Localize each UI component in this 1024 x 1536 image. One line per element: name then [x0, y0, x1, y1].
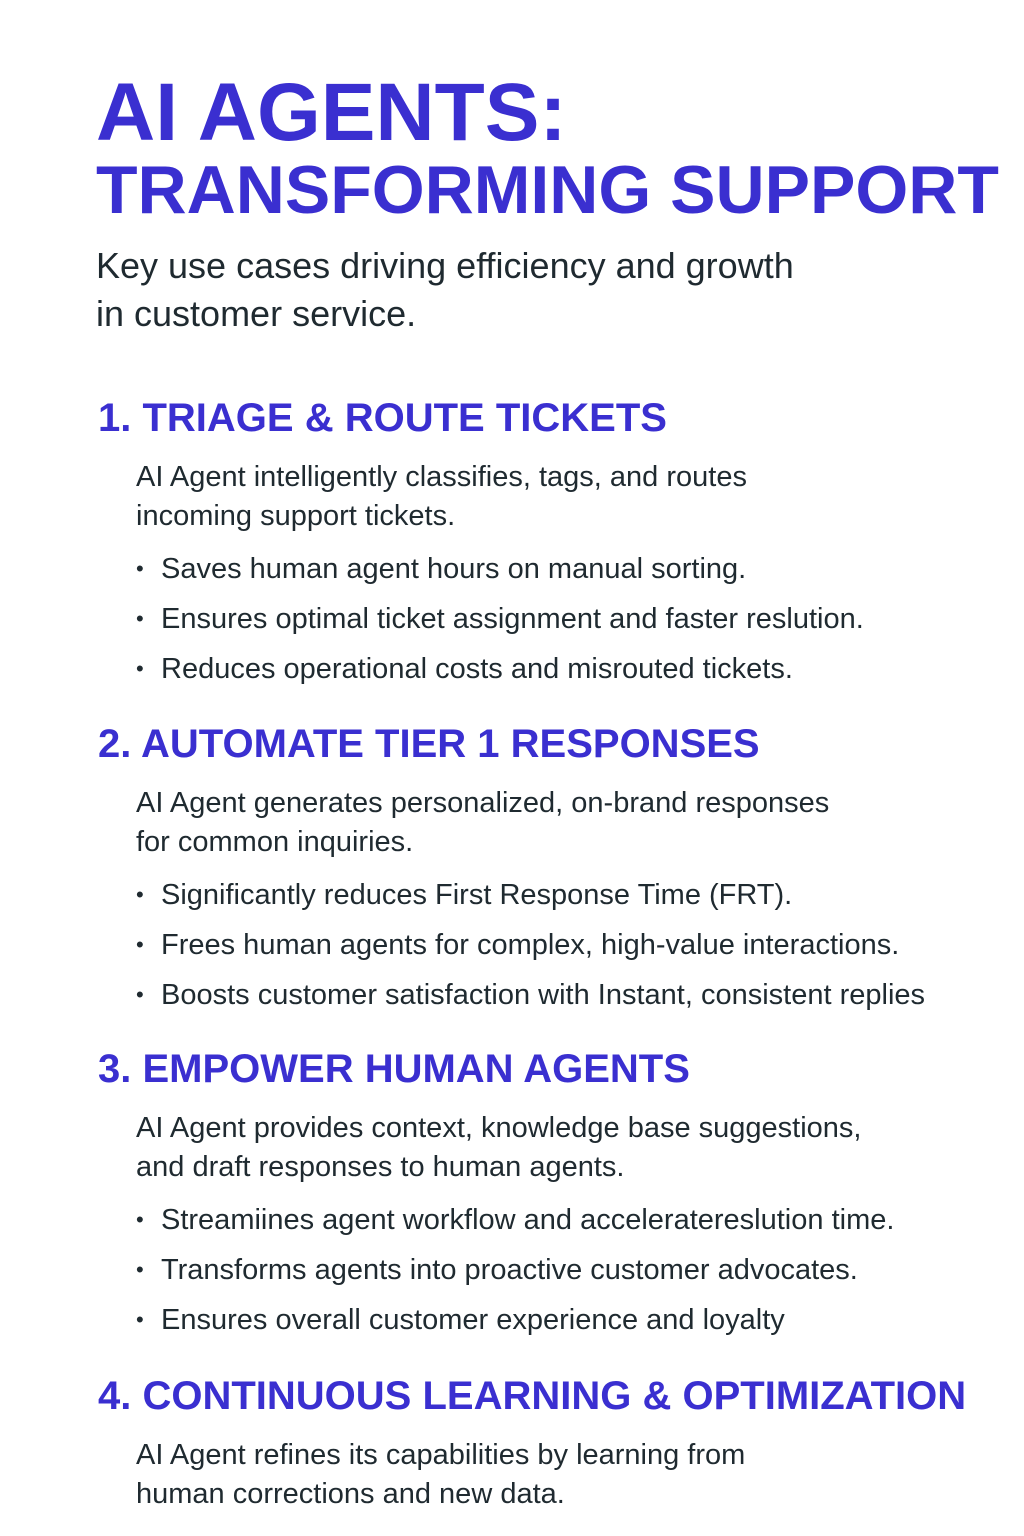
section-description: AI Agent refines its capabilities by lea… — [136, 1436, 956, 1514]
bullet-text: Transforms agents into proactive custome… — [161, 1254, 858, 1286]
description-line: and draft responses to human agents. — [136, 1151, 625, 1183]
description-line: for common inquiries. — [136, 826, 414, 858]
subtitle-line-2: in customer service. — [96, 293, 417, 334]
section-heading: 3. EMPOWER HUMAN AGENTS — [98, 1047, 690, 1091]
bullet-icon: • — [136, 932, 144, 957]
list-item: • Streamiines agent workflow and accelera… — [136, 1195, 1024, 1245]
list-item: • Reduces operational costs and misrouted… — [136, 644, 1024, 694]
section-automate: 2. AUTOMATE TIER 1 RESPONSES AI Agent ge… — [0, 720, 1024, 1020]
bullet-icon: • — [136, 1307, 144, 1332]
description-line: AI Agent refines its capabilities by lea… — [136, 1439, 746, 1471]
bullet-list: • Streamiines agent workflow and accelera… — [136, 1195, 1024, 1345]
section-empower: 3. EMPOWER HUMAN AGENTS AI Agent provide… — [0, 1045, 1024, 1345]
section-learning: 4. CONTINUOUS LEARNING & OPTIMIZATION AI… — [0, 1372, 1024, 1514]
title-line-1: AI AGENTS: — [96, 67, 567, 158]
bullet-text: Ensures overall customer experience and … — [161, 1304, 785, 1336]
description-line: AI Agent provides context, knowledge bas… — [136, 1112, 862, 1144]
bullet-text: Boosts customer satisfaction with Instan… — [161, 979, 926, 1011]
bullet-text: Streamiines agent workflow and accelerat… — [161, 1204, 895, 1236]
list-item: • Ensures overall customer experience and… — [136, 1295, 1024, 1345]
bullet-icon: • — [136, 982, 144, 1007]
list-item: • Frees human agents for complex, high-va… — [136, 920, 1024, 970]
bullet-list: • Saves human agent hours on manual sorti… — [136, 544, 1024, 694]
subtitle: Key use cases driving efficiency and gro… — [96, 242, 896, 338]
bullet-text: Frees human agents for complex, high-val… — [161, 929, 900, 961]
bullet-icon: • — [136, 1207, 144, 1232]
section-heading: 2. AUTOMATE TIER 1 RESPONSES — [98, 722, 760, 766]
bullet-text: Significantly reduces First Response Tim… — [161, 879, 793, 911]
list-item: • Significantly reduces First Response Ti… — [136, 870, 1024, 920]
bullet-icon: • — [136, 1257, 144, 1282]
bullet-list: • Significantly reduces First Response Ti… — [136, 870, 1024, 1020]
bullet-icon: • — [136, 606, 144, 631]
bullet-icon: • — [136, 556, 144, 581]
description-line: AI Agent generates personalized, on-bran… — [136, 787, 830, 819]
section-description: AI Agent provides context, knowledge bas… — [136, 1109, 956, 1187]
bullet-text: Saves human agent hours on manual sortin… — [161, 553, 747, 585]
section-description: AI Agent generates personalized, on-bran… — [136, 784, 956, 862]
section-heading: 1. TRIAGE & ROUTE TICKETS — [98, 396, 667, 440]
section-heading: 4. CONTINUOUS LEARNING & OPTIMIZATION — [98, 1374, 967, 1418]
subtitle-line-1: Key use cases driving efficiency and gro… — [96, 245, 794, 286]
description-line: incoming support tickets. — [136, 500, 456, 532]
list-item: • Ensures optimal ticket assignment and f… — [136, 594, 1024, 644]
bullet-icon: • — [136, 656, 144, 681]
bullet-text: Ensures optimal ticket assignment and fa… — [161, 603, 864, 635]
list-item: • Boosts customer satisfaction with Insta… — [136, 970, 1024, 1020]
section-description: AI Agent intelligently classifies, tags,… — [136, 458, 956, 536]
title-line-2: TRANSFORMING SUPPORT — [96, 152, 999, 228]
bullet-icon: • — [136, 882, 144, 907]
description-line: human corrections and new data. — [136, 1478, 565, 1510]
list-item: • Transforms agents into proactive custom… — [136, 1245, 1024, 1295]
section-triage: 1. TRIAGE & ROUTE TICKETS AI Agent intel… — [0, 394, 1024, 694]
list-item: • Saves human agent hours on manual sorti… — [136, 544, 1024, 594]
description-line: AI Agent intelligently classifies, tags,… — [136, 461, 747, 493]
bullet-text: Reduces operational costs and misrouted … — [161, 653, 793, 685]
